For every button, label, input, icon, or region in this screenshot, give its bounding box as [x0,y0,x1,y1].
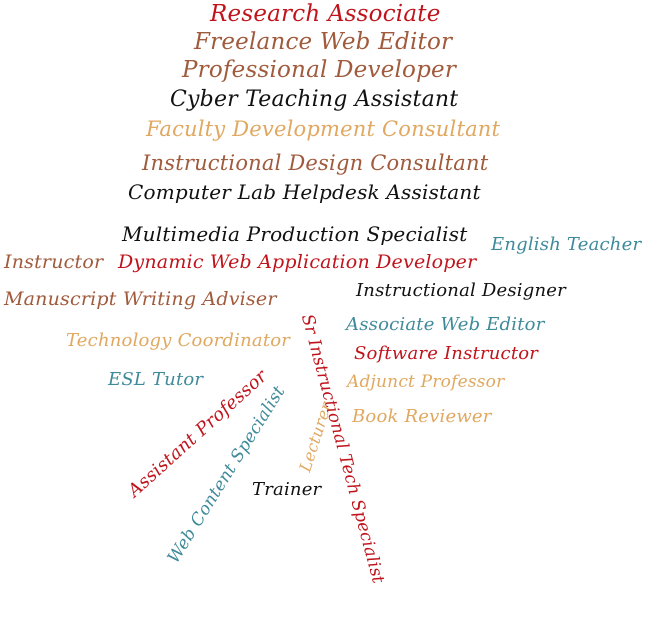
word-professional-developer: Professional Developer [182,57,457,83]
word-instructor: Instructor [4,251,104,273]
word-trainer: Trainer [252,479,322,500]
word-cyber-teaching-assistant: Cyber Teaching Assistant [170,87,459,112]
word-dynamic-web-application-developer: Dynamic Web Application Developer [118,251,477,273]
word-instructional-design-consultant: Instructional Design Consultant [142,151,489,175]
word-software-instructor: Software Instructor [354,343,539,364]
word-faculty-development-consultant: Faculty Development Consultant [146,117,501,141]
word-manuscript-writing-adviser: Manuscript Writing Adviser [4,288,277,310]
word-computer-lab-helpdesk-assistant: Computer Lab Helpdesk Assistant [128,180,481,204]
word-freelance-web-editor: Freelance Web Editor [194,29,453,55]
word-adjunct-professor: Adjunct Professor [347,372,505,392]
word-multimedia-production-specialist: Multimedia Production Specialist [122,222,468,246]
word-research-associate: Research Associate [210,1,441,27]
word-english-teacher: English Teacher [491,234,642,255]
word-book-reviewer: Book Reviewer [352,406,492,427]
word-esl-tutor: ESL Tutor [108,369,204,390]
word-associate-web-editor: Associate Web Editor [346,314,545,335]
word-technology-coordinator: Technology Coordinator [66,330,291,351]
word-instructional-designer: Instructional Designer [356,280,566,301]
